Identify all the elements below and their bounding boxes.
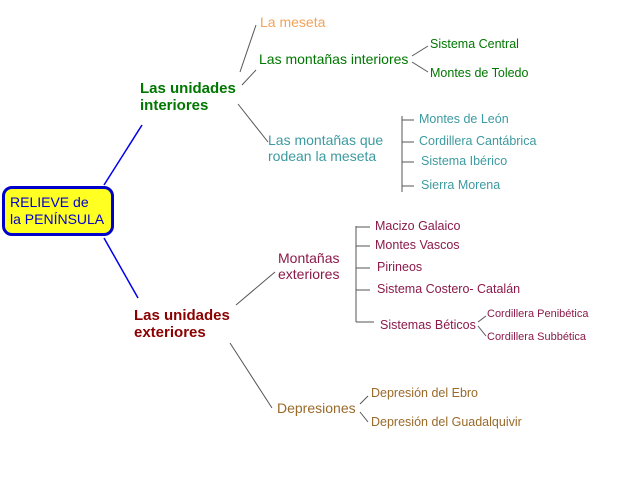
item-sierra-morena: Sierra Morena [421, 178, 501, 192]
connector-interiores-meseta [239, 24, 257, 73]
item-cordillera-penibetica: Cordillera Penibética [487, 308, 589, 320]
item-montes-leon: Montes de León [419, 112, 509, 126]
interiores-line1: Las unidades [140, 80, 236, 97]
connector-interiores-montanas [241, 69, 257, 86]
root-line2: la PENÍNSULA [10, 211, 105, 227]
root-node: RELIEVE de la PENÍNSULA [2, 186, 114, 236]
connector-beticos-subbetica [477, 325, 487, 337]
root-line1: RELIEVE de [10, 194, 89, 210]
connector-exteriores-depresiones [229, 342, 273, 409]
connector-beticos-penibetica [477, 315, 487, 323]
depresiones-node: Depresiones [277, 400, 356, 416]
meseta-node: La meseta [260, 14, 326, 30]
item-montes-toledo: Montes de Toledo [430, 66, 529, 80]
item-sistema-central: Sistema Central [430, 37, 519, 51]
montanas-exteriores-node: Montañas exteriores [278, 250, 339, 282]
exteriores-node: Las unidades exteriores [134, 307, 230, 342]
item-montes-vascos: Montes Vascos [375, 238, 460, 252]
connector-mi-toledo [411, 61, 429, 73]
montanas-exteriores-line2: exteriores [278, 266, 340, 283]
montanas-rodean-line2: rodean la meseta [268, 148, 377, 165]
montanas-interiores-node: Las montañas interiores [259, 51, 409, 67]
item-cordillera-cantabrica: Cordillera Cantábrica [419, 134, 537, 148]
item-depresion-ebro: Depresión del Ebro [371, 386, 479, 400]
montanas-rodean-line1: Las montañas que [268, 132, 384, 148]
montanas-rodean-node: Las montañas que rodean la meseta [268, 132, 383, 164]
item-macizo-galaico: Macizo Galaico [375, 219, 461, 233]
item-pirineos: Pirineos [377, 260, 423, 274]
item-depresion-guadalquivir: Depresión del Guadalquivir [371, 415, 522, 429]
interiores-line2: interiores [140, 97, 209, 115]
interiores-node: Las unidades interiores [140, 80, 236, 115]
connector-root-exteriores [103, 237, 139, 299]
montanas-exteriores-line1: Montañas [278, 250, 340, 266]
item-cordillera-subbetica: Cordillera Subbética [487, 331, 587, 343]
item-sistema-iberico: Sistema Ibérico [421, 154, 508, 168]
connector-depresiones-ebro [359, 395, 369, 405]
connector-root-interiores [103, 124, 143, 186]
sistemas-beticos-node: Sistemas Béticos [380, 318, 476, 332]
connector-mi-central [411, 45, 429, 57]
exteriores-line2: exteriores [134, 324, 206, 342]
item-sistema-costero-catalan: Sistema Costero- Catalán [377, 282, 521, 296]
connector-depresiones-guadalquivir [359, 411, 369, 423]
connector-interiores-rodean [237, 103, 269, 143]
exteriores-line1: Las unidades [134, 307, 230, 324]
connector-exteriores-montanas [235, 271, 276, 306]
